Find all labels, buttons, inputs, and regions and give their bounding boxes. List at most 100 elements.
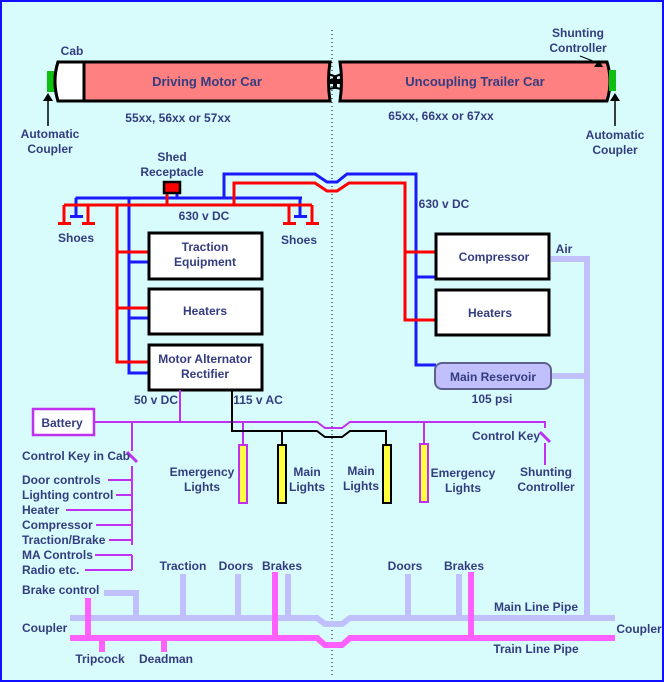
compressor-box: Compressor <box>434 232 551 281</box>
doors-left-label: Doors <box>219 559 254 573</box>
traction-equipment-box: Traction Equipment <box>147 231 264 281</box>
mar-label-1: Motor Alternator <box>158 352 252 366</box>
right-coupler-icon <box>609 70 616 91</box>
voltage-115-label: 115 v AC <box>233 393 283 407</box>
heaters-motor-label: Heaters <box>183 304 227 318</box>
left-coupler-label-2: Coupler <box>27 142 73 156</box>
shoe-icon <box>82 222 95 225</box>
main-reservoir: Main Reservoir <box>434 362 552 390</box>
train-line-pipe <box>70 572 615 652</box>
driving-motor-car: Driving Motor Car 55xx, 56xx or 57xx Cab… <box>21 44 332 156</box>
control-circuit-item: Radio etc. <box>22 563 79 577</box>
em-lights-right-2: Lights <box>445 481 481 495</box>
cab-label: Cab <box>61 44 84 58</box>
control-key-cab-label: Control Key in Cab <box>22 449 130 463</box>
trailer-car-name: Uncoupling Trailer Car <box>405 74 544 89</box>
control-circuit-item: Heater <box>22 503 60 517</box>
traction-label-2: Equipment <box>174 255 236 269</box>
shunting-controller-label-1: Shunting <box>520 465 572 479</box>
em-lights-right-1: Emergency <box>431 466 496 480</box>
motor-alternator-rectifier-box: Motor Alternator Rectifier <box>147 343 264 392</box>
emergency-light-right-icon <box>419 443 429 503</box>
traction-pipe-label: Traction <box>160 559 207 573</box>
voltage-630-right: 630 v DC <box>419 197 470 211</box>
right-coupler-label-2: Coupler <box>592 143 638 157</box>
main-lights-right-2: Lights <box>343 479 379 493</box>
shoe-icon <box>283 222 296 225</box>
main-lights-left-2: Lights <box>289 480 325 494</box>
brake-control-label: Brake control <box>22 583 99 597</box>
control-key-switch-icon <box>538 430 552 444</box>
shed-label-2: Receptacle <box>140 165 204 179</box>
driving-car-name: Driving Motor Car <box>152 74 262 89</box>
arrow-up-icon <box>610 93 620 101</box>
tripcock-label: Tripcock <box>75 652 125 666</box>
shunting-controller-top-1: Shunting <box>552 26 604 40</box>
left-shoes: Shoes <box>58 215 95 245</box>
control-key-label: Control Key <box>472 429 540 443</box>
brakes-right-label: Brakes <box>444 559 484 573</box>
cab <box>53 60 86 103</box>
heaters-trailer-label: Heaters <box>468 306 512 320</box>
trailer-car-body <box>338 60 612 103</box>
main-line-pipe-label: Main Line Pipe <box>494 600 578 614</box>
air-system <box>551 256 590 618</box>
shed-receptacle: Shed Receptacle <box>140 150 204 195</box>
shunting-controller-pointer <box>579 55 599 64</box>
shoe-icon <box>58 222 71 225</box>
coupler-right-label: Coupler <box>616 622 662 636</box>
main-light-left-icon <box>277 444 287 504</box>
heaters-trailer-box: Heaters <box>434 288 551 337</box>
train-line-pipe-label: Train Line Pipe <box>493 642 579 656</box>
coupler-left-label: Coupler <box>22 621 68 635</box>
doors-right-label: Doors <box>388 559 423 573</box>
dc-50-circuit <box>66 390 546 571</box>
shunting-controller-marker-icon <box>594 60 603 67</box>
left-coupler-icon <box>47 71 56 92</box>
shoe-icon <box>306 222 319 225</box>
pressure-label: 105 psi <box>472 392 513 406</box>
gangway-link <box>330 79 340 84</box>
emergency-light-left-icon <box>238 444 248 504</box>
battery: Battery <box>31 407 96 437</box>
control-circuit-item: Door controls <box>22 473 101 487</box>
air-label: Air <box>556 242 573 256</box>
shunting-controller-label-2: Controller <box>517 480 575 494</box>
heaters-motor-box: Heaters <box>147 287 264 336</box>
driving-car-numbers: 55xx, 56xx or 57xx <box>125 111 231 125</box>
right-shoes: Shoes <box>281 215 319 247</box>
main-line-pipe <box>70 574 615 627</box>
control-circuit-item: Traction/Brake <box>22 533 106 547</box>
shoes-right-label: Shoes <box>281 233 317 247</box>
control-key-cab-switch-icon <box>125 450 139 464</box>
shed-label-1: Shed <box>157 150 186 164</box>
voltage-630-left: 630 v DC <box>179 209 230 223</box>
shoes-left-label: Shoes <box>58 231 94 245</box>
main-light-right-icon <box>382 444 392 504</box>
control-circuit-item: Lighting control <box>22 488 113 502</box>
left-coupler-label-1: Automatic <box>21 127 80 141</box>
compressor-label: Compressor <box>459 250 530 264</box>
control-circuit-item: Compressor <box>22 518 93 532</box>
brakes-left-label: Brakes <box>262 559 302 573</box>
shunting-controller-top-2: Controller <box>549 41 607 55</box>
traction-label-1: Traction <box>182 240 229 254</box>
receptacle-icon <box>162 180 182 195</box>
main-reservoir-label: Main Reservoir <box>450 370 536 384</box>
em-lights-left-1: Emergency <box>170 465 235 479</box>
main-lights-left-1: Main <box>293 465 320 479</box>
deadman-label: Deadman <box>139 652 193 666</box>
trailer-car-numbers: 65xx, 66xx or 67xx <box>388 109 494 123</box>
shoe-icon <box>294 215 307 218</box>
ac-115-circuit <box>231 390 387 445</box>
arrow-up-icon <box>43 93 53 101</box>
control-circuit-item: MA Controls <box>22 548 93 562</box>
mar-label-2: Rectifier <box>181 367 229 381</box>
battery-label: Battery <box>41 416 83 430</box>
main-lights-right-1: Main <box>347 464 374 478</box>
control-circuit-list: Door controls Lighting control Heater Co… <box>22 473 113 577</box>
dc-630-circuit <box>62 172 436 375</box>
em-lights-left-2: Lights <box>184 480 220 494</box>
